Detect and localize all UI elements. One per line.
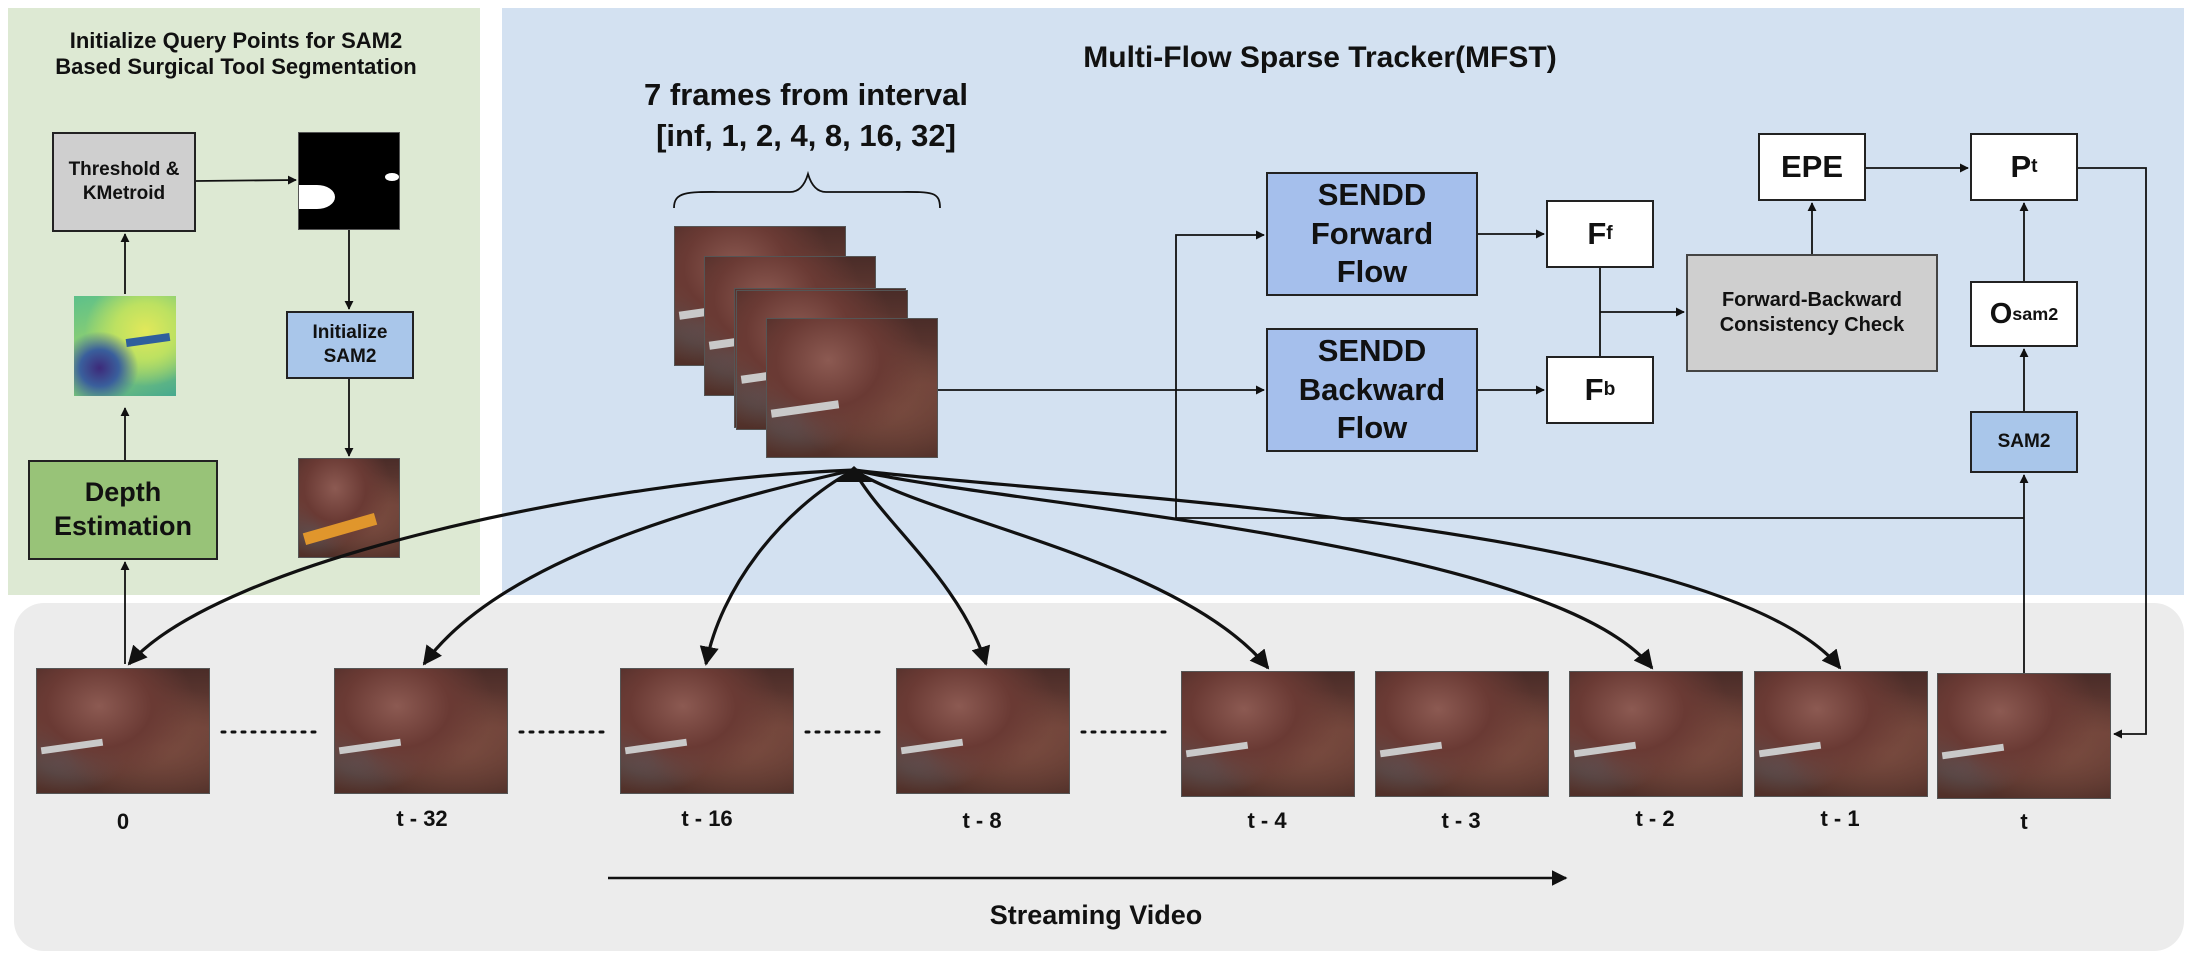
frame-label: t - 3 bbox=[1441, 808, 1481, 833]
frame-label: t - 8 bbox=[962, 808, 1002, 833]
video-frame-t bbox=[1937, 673, 2111, 799]
frames-caption-line2: [inf, 1, 2, 4, 8, 16, 32] bbox=[656, 118, 956, 153]
curve-to-frame-t-32 bbox=[422, 468, 855, 666]
hub-arrowhead bbox=[836, 466, 872, 482]
frame-label: t - 16 bbox=[681, 806, 733, 831]
frame-label: t - 32 bbox=[396, 806, 448, 831]
stacked-frame-5 bbox=[766, 318, 938, 458]
pt-main: P bbox=[2010, 148, 2032, 184]
video-frame-t-3 bbox=[1375, 671, 1549, 797]
osam2-main: O bbox=[1989, 297, 2013, 330]
frame-label: t - 2 bbox=[1635, 806, 1675, 831]
frame-label: t - 1 bbox=[1820, 806, 1860, 831]
fb-main: F bbox=[1584, 371, 1604, 407]
video-frame-t-1 bbox=[1754, 671, 1928, 797]
segmented-tool-image bbox=[298, 458, 400, 558]
sendd-backward-flow-box: SENDD Backward Flow bbox=[1266, 328, 1478, 452]
video-frame-0 bbox=[36, 668, 210, 794]
sendd-forward-flow-box: SENDD Forward Flow bbox=[1266, 172, 1478, 296]
video-frame-t-8 bbox=[896, 668, 1070, 794]
curve-to-frame-t-1 bbox=[853, 468, 1842, 670]
frame-label: t bbox=[2020, 809, 2028, 834]
arrow-loop-to-forward bbox=[1175, 230, 2024, 519]
sam2-box: SAM2 bbox=[1970, 411, 2078, 473]
consistency-check-box: Forward-Backward Consistency Check bbox=[1686, 254, 1938, 372]
frame-label: t - 4 bbox=[1247, 808, 1287, 833]
frames-caption-line1: 7 frames from interval bbox=[644, 77, 968, 112]
depth-estimation-box: Depth Estimation bbox=[28, 460, 218, 560]
curve-to-frame-t-16 bbox=[699, 468, 855, 666]
epe-box: EPE bbox=[1758, 133, 1866, 201]
curve-to-frame-t-8 bbox=[852, 469, 991, 666]
mfst-panel-title: Multi-Flow Sparse Tracker(MFST) bbox=[1083, 41, 1557, 74]
arrow-pt-to-frame-t bbox=[2078, 167, 2147, 739]
curve-to-frame-t-4 bbox=[853, 468, 1270, 670]
frames-brace bbox=[673, 170, 941, 209]
segmentation-panel-title: Initialize Query Points for SAM2 Based S… bbox=[55, 28, 417, 80]
threshold-kmetroid-box: Threshold & KMetroid bbox=[52, 132, 196, 232]
ff-main: F bbox=[1587, 215, 1607, 251]
video-frame-t-4 bbox=[1181, 671, 1355, 797]
depth-map-image bbox=[74, 296, 176, 396]
video-frame-t-32 bbox=[334, 668, 508, 794]
initialize-sam2-box: Initialize SAM2 bbox=[286, 311, 414, 379]
curve-to-frame-t-2 bbox=[853, 468, 1654, 670]
binary-mask-image bbox=[298, 132, 400, 230]
streaming-video-label: Streaming Video bbox=[989, 900, 1203, 930]
video-frame-t-2 bbox=[1569, 671, 1743, 797]
curve-to-frame-0 bbox=[127, 468, 855, 666]
frame-label: 0 bbox=[116, 809, 130, 834]
arrow-threshold-to-mask bbox=[195, 175, 297, 185]
video-frame-t-16 bbox=[620, 668, 794, 794]
